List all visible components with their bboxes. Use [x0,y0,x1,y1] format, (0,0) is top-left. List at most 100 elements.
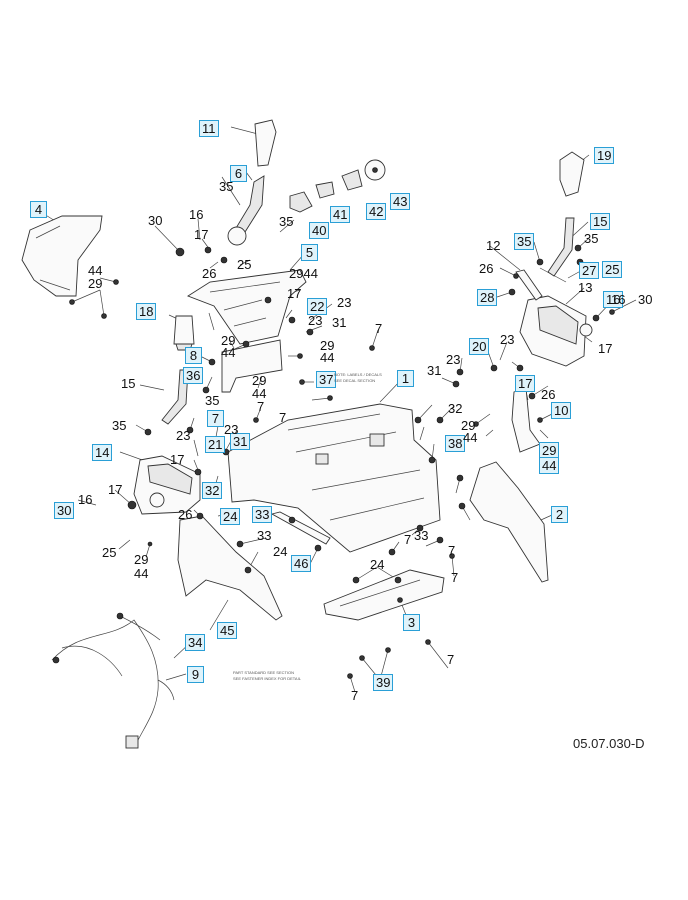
callout-1: 1 [397,370,414,387]
callout-5: 5 [301,244,318,261]
label-16: 16 [189,207,204,222]
label-26c: 26 [178,507,193,522]
label-31b: 31 [427,363,442,378]
label-25b: 25 [102,545,117,560]
label-30: 30 [148,213,163,228]
fine-print-4: SEE FASTENER INDEX FOR DETAIL [233,676,301,681]
label-7c: 7 [257,399,265,414]
label-26b: 26 [479,261,494,276]
label-44b: 44 [221,345,236,360]
label-44d: 44 [252,386,267,401]
label-29b: 29 [221,333,236,348]
label-31: 31 [332,315,347,330]
label-16b: 16 [611,292,626,307]
callout-45: 45 [217,622,238,639]
label-29f: 29 [134,552,149,567]
label-29: 29 [88,276,103,291]
callout-14: 14 [92,444,113,461]
callout-8: 8 [185,347,202,364]
label-7d: 7 [404,532,412,547]
callout-35: 35 [514,233,535,250]
diagram-code: 05.07.030-D [573,736,645,751]
callout-21: 21 [205,436,226,453]
callout-22: 22 [307,298,328,315]
label-7g: 7 [351,688,359,703]
label-35: 35 [219,179,234,194]
label-35c: 35 [205,393,220,408]
label-17: 17 [194,227,209,242]
fine-print-1: NOTE: LABELS / DECALS [334,372,382,377]
callout-32: 32 [202,482,223,499]
callout-19: 19 [594,147,615,164]
callout-27: 27 [579,262,600,279]
label-17e: 17 [108,482,123,497]
label-12: 12 [486,238,501,253]
callout-4: 4 [30,201,47,218]
label-2944: 2944 [289,266,318,281]
callout-33: 33 [252,506,273,523]
callout-39: 39 [373,674,394,691]
label-33b: 33 [414,528,429,543]
label-26: 26 [202,266,217,281]
callout-9: 9 [187,666,204,683]
callout-30: 30 [54,502,75,519]
callout-20: 20 [469,338,490,355]
label-7h: 7 [451,570,459,585]
label-33: 33 [257,528,272,543]
callout-46: 46 [291,555,312,572]
callout-6: 6 [230,165,247,182]
callout-15-right: 15 [590,213,611,230]
label-29e: 29 [461,418,476,433]
label-44e: 44 [463,430,478,445]
label-29d: 29 [252,373,267,388]
label-30b: 30 [638,292,653,307]
label-23e: 23 [446,352,461,367]
label-24: 24 [273,544,288,559]
callout-44: 44 [539,457,560,474]
label-23d: 23 [224,422,239,437]
callout-36: 36 [183,367,204,384]
label-29g: 26 [541,387,556,402]
callout-41: 41 [330,206,351,223]
label-23: 23 [337,295,352,310]
label-24b: 24 [370,557,385,572]
label-44c: 44 [320,350,335,365]
label-17c: 17 [598,341,613,356]
callout-38: 38 [445,435,466,452]
label-23c: 23 [176,428,191,443]
callout-42: 42 [366,203,387,220]
callout-10: 10 [551,402,572,419]
label-7b: 7 [279,410,287,425]
label-23b: 23 [308,313,323,328]
label-15: 15 [121,376,136,391]
callout-11: 11 [199,120,219,137]
callout-28: 28 [477,289,498,306]
callout-43: 43 [390,193,411,210]
fine-print-3: PART STANDARD SEE SECTION [233,670,295,675]
label-35e: 35 [584,231,599,246]
label-7e: 7 [448,543,456,558]
callout-24: 24 [220,508,241,525]
callout-16: 16 [603,291,624,308]
callout-40: 40 [309,222,330,239]
label-35d: 35 [112,418,127,433]
label-32: 32 [448,401,463,416]
label-23f: 23 [500,332,515,347]
callout-18: 18 [136,303,157,320]
callout-7: 7 [207,410,224,427]
callout-25: 25 [602,261,623,278]
label-25: 25 [237,257,252,272]
label-44f: 44 [134,566,149,581]
callout-34: 34 [185,634,206,651]
label-17d: 17 [170,452,185,467]
label-44: 44 [88,263,103,278]
label-29c: 29 [320,338,335,353]
label-35b: 35 [279,214,294,229]
label-7: 7 [375,321,383,336]
label-7f: 7 [447,652,455,667]
label-16c: 16 [78,492,93,507]
callout-37: 37 [316,371,337,388]
callout-2: 2 [551,506,568,523]
label-13: 13 [578,280,593,295]
